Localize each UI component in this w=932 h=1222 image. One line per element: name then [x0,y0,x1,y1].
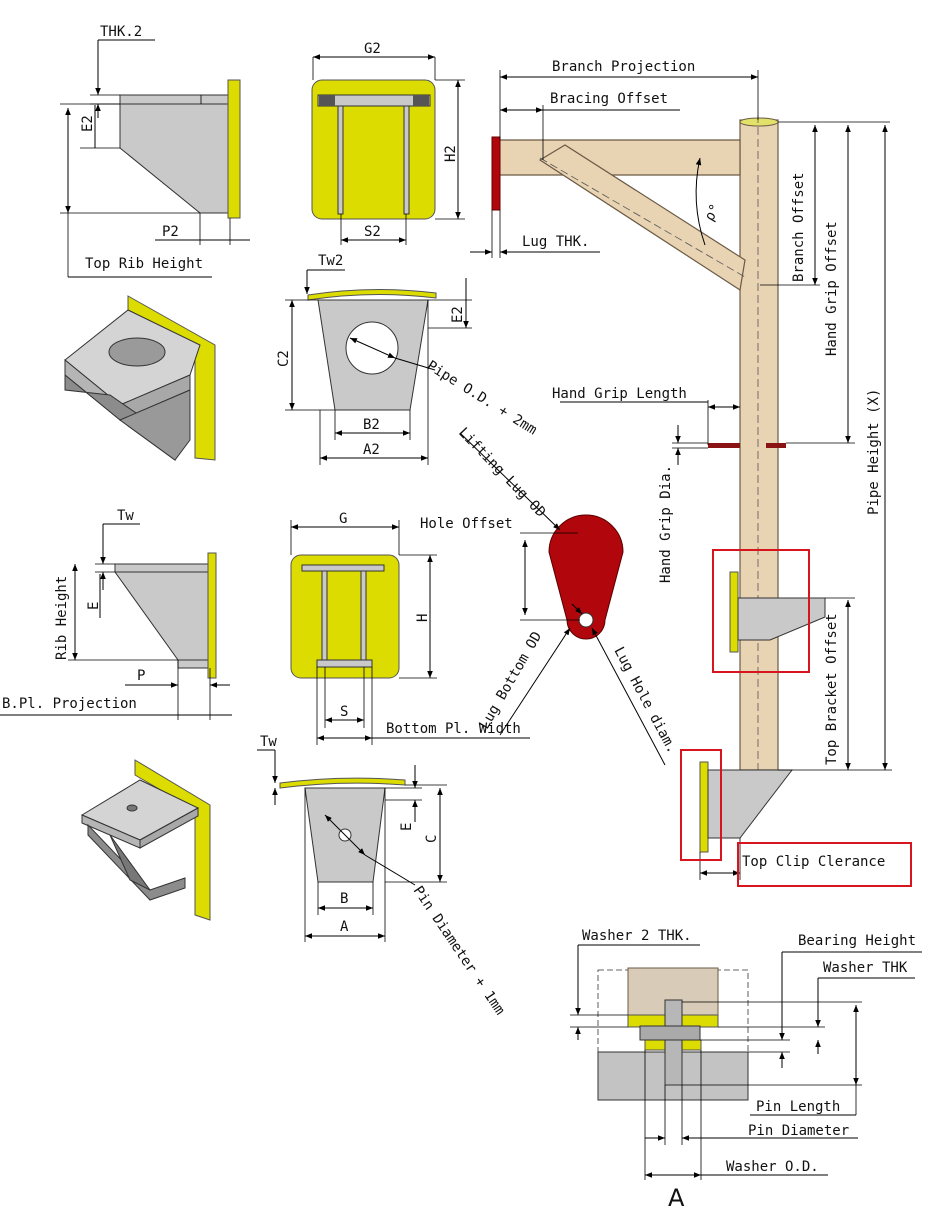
label-branch-offset: Branch Offset [791,172,807,282]
top-plate-front-view: G2 H2 S2 [311,41,465,245]
label-tw-left: Tw [117,508,134,524]
label-s2: S2 [364,224,381,240]
label-tw-bottom: Tw [260,734,277,750]
detail-a-bearing: Washer 2 THK. Bearing Height Washer THK … [570,928,922,1212]
label-e-bottom: E [399,823,415,831]
label-top-bracket-offset: Top Bracket Offset [824,613,840,765]
label-hand-grip-offset: Hand Grip Offset [824,221,840,356]
label-g: G [339,511,347,527]
label-rib-height: Rib Height [54,576,70,660]
label-detail-a: A [668,1184,685,1212]
label-bottom-pl-width: Bottom Pl. Width [386,721,521,737]
top-bracket-3d-view [64,295,216,461]
label-a: A [340,919,349,935]
label-e2-top: E2 [80,115,96,132]
label-hand-grip-dia: Hand Grip Dia. [658,465,674,583]
label-pin-length: Pin Length [756,1099,840,1115]
label-top-clip-clearance: Top Clip Clerance [742,854,885,870]
highlight-top-clip-clearance [737,842,912,887]
label-pipe-height: Pipe Height (X) [866,389,882,515]
label-angle: ρ° [702,201,724,224]
bottom-bracket-front-view: Tw E C B A Pin Diameter + 1mm [257,734,508,1018]
label-top-rib-height: Top Rib Height [85,256,203,272]
label-a2: A2 [363,442,380,458]
rib-side-view: Tw E Rib Height P B.Pl. Projection [0,508,232,720]
label-hand-grip-length: Hand Grip Length [552,386,687,402]
label-lug-hole-diam: Lug Hole diam. [610,644,680,756]
label-branch-projection: Branch Projection [552,59,695,75]
label-pin-diameter: Pin Diameter [748,1123,849,1139]
bottom-bracket-3d-view [80,759,211,921]
label-washer2-thk: Washer 2 THK. [582,928,692,944]
label-lug-thk: Lug THK. [522,234,589,250]
label-c2: C2 [276,350,292,367]
label-g2: G2 [364,41,381,57]
label-bearing-height: Bearing Height [798,933,916,949]
label-h2: H2 [443,145,459,162]
label-pipe-od: Pipe O.D. + 2mm [424,358,540,439]
label-p2: P2 [162,224,179,240]
label-tw2: Tw2 [318,253,343,269]
highlight-top-clip [680,749,722,861]
top-rib-side-view: THK.2 E2 P2 Top Rib Height [60,24,250,278]
label-e-left: E [86,602,102,610]
label-pin-diameter-1mm: Pin Diameter + 1mm [410,883,508,1018]
label-bracing-offset: Bracing Offset [550,91,668,107]
label-p: P [137,668,145,684]
label-bpl-projection: B.Pl. Projection [2,696,137,712]
label-b: B [340,891,348,907]
label-c: C [424,835,440,843]
lifting-lug: Hole Offset Lifting Lug OD Lug Bottom OD… [420,425,680,766]
highlight-top-bracket [712,549,810,673]
label-b2: B2 [363,417,380,433]
label-h: H [415,614,431,622]
pipe-assembly: Branch Projection Bracing Offset Lug THK… [470,59,912,887]
label-s: S [340,704,348,720]
label-lug-bottom-od: Lug Bottom OD [477,629,546,732]
label-washer-thk: Washer THK [823,960,908,976]
label-thk2: THK.2 [100,24,142,40]
label-e2-mid: E2 [450,306,466,323]
bottom-plate-front-view: G H S Bottom Pl. Width [290,511,530,745]
label-washer-od: Washer O.D. [726,1159,819,1175]
label-hole-offset: Hole Offset [420,516,513,532]
label-lifting-lug-od: Lifting Lug OD [455,425,548,521]
top-bracket-front-view: Tw2 E2 C2 Pipe O.D. + 2mm B2 A2 [276,253,540,465]
